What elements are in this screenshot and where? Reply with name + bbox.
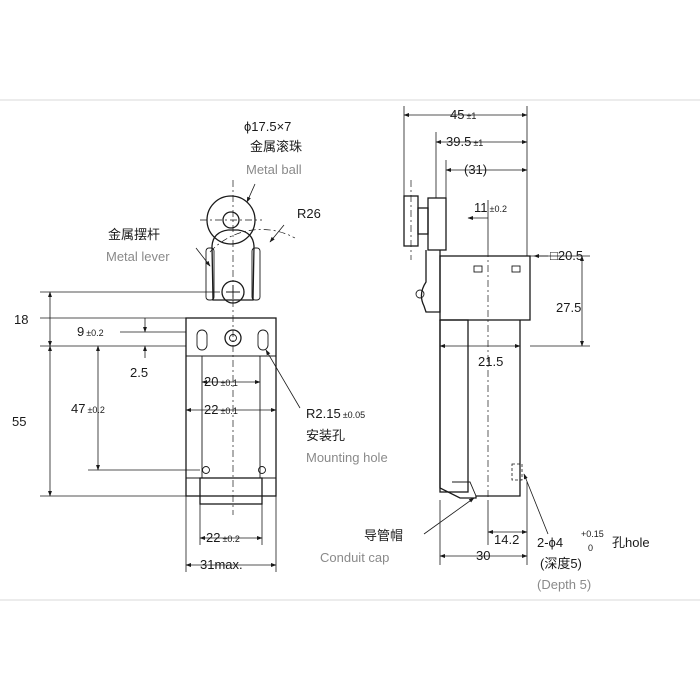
dim-22-inner-text: 22±0.1 [204, 402, 238, 417]
side-lever-screw [415, 289, 425, 299]
side-hole-text: 2-ϕ4 [537, 535, 563, 550]
side-head-notch-right [511, 265, 521, 273]
dim-20-tol: ±0.1 [220, 378, 237, 388]
lever-clamp-right [251, 247, 261, 301]
dim-20-text: 20±0.1 [204, 374, 238, 389]
metal-ball-axle [222, 211, 240, 229]
dim-11-text: 11±0.2 [474, 200, 507, 215]
side-cover-plate [439, 319, 469, 493]
dim-20-value: 20 [204, 374, 218, 389]
side-roller-hub [417, 207, 429, 235]
dim-22-bottom-value: 22 [206, 530, 220, 545]
mounting-hole-top-left [196, 329, 208, 351]
dim-39-5-value: 39.5 [446, 134, 471, 149]
depth-label-cn: (深度5) [540, 556, 582, 571]
hole-dim-tol: ±0.05 [343, 410, 365, 420]
side-hole-leader [523, 473, 549, 535]
mounting-hole-bottom-left [202, 466, 210, 474]
front-housing [185, 317, 277, 497]
dim-11-tol: ±0.2 [490, 204, 507, 214]
side-view: 45±1 39.5±1 (31) 11±0.2 □20.5 27.5 21.5 … [320, 106, 650, 592]
dim-22-bottom-text: 22±0.2 [206, 530, 240, 545]
side-hole-suffix: 孔hole [612, 535, 650, 550]
dim-39-5-tol: ±1 [473, 138, 483, 148]
hole-dim-value: R2.15 [306, 406, 341, 421]
hole-dim-text: R2.15±0.05 [306, 406, 365, 421]
dim-47-value: 47 [71, 401, 85, 416]
hole-label-cn: 安装孔 [306, 428, 345, 443]
side-lever-block [427, 197, 447, 251]
side-conduit-cap [452, 481, 477, 497]
dim-18-text: 18 [14, 312, 28, 327]
ball-dim-text: ϕ17.5×7 [244, 119, 291, 134]
ball-label-cn: 金属滚珠 [250, 139, 302, 154]
dim-14-2-text: 14.2 [494, 532, 519, 547]
lever-clamp-left [205, 247, 215, 301]
dim-39-5-text: 39.5±1 [446, 134, 483, 149]
lever-label-en: Metal lever [106, 249, 170, 264]
dim-47-tol: ±0.2 [87, 405, 104, 415]
front-conduit [199, 477, 263, 505]
side-body [439, 320, 521, 499]
side-mounting-hole [511, 463, 523, 481]
mounting-hole-top-right [257, 329, 269, 351]
mounting-hole-bottom-right [258, 466, 266, 474]
mounting-hole-leader [265, 349, 301, 409]
dim-31-text: 31max. [200, 557, 243, 572]
dim-31-side-text: (31) [464, 162, 487, 177]
side-head [439, 255, 531, 321]
side-head-notch-left [473, 265, 483, 273]
front-lever-arm [211, 229, 255, 301]
radius-dim-text: R26 [297, 206, 321, 221]
cap-label-cn: 导管帽 [364, 528, 403, 543]
side-hole-tol-upper: +0.15 [581, 529, 604, 539]
cap-label-en: Conduit cap [320, 550, 389, 565]
side-hole-tol-lower: 0 [588, 543, 593, 553]
depth-label-en: (Depth 5) [537, 577, 591, 592]
dim-27-5-text: 27.5 [556, 300, 581, 315]
dim-45-tol: ±1 [466, 111, 476, 121]
conduit-cap-leader [423, 497, 475, 535]
dim-55-text: 55 [12, 414, 26, 429]
metal-lever-leader [195, 247, 211, 267]
dim-2-5-text: 2.5 [130, 365, 148, 380]
dim-45-value: 45 [450, 107, 464, 122]
lever-label-cn: 金属摆杆 [108, 227, 160, 242]
side-hole-prefix: 2-ϕ4 [537, 535, 563, 550]
dim-9-text: 9±0.2 [77, 324, 104, 339]
dim-30-text: 30 [476, 548, 490, 563]
ball-label-en: Metal ball [246, 162, 302, 177]
front-view: ϕ17.5×7 金属滚珠 Metal ball R26 金属摆杆 Metal l… [12, 119, 388, 572]
dim-11-value: 11 [474, 200, 488, 215]
dim-9-tol: ±0.2 [86, 328, 103, 338]
metal-ball-leader [246, 183, 256, 203]
dim-21-5-text: 21.5 [478, 354, 503, 369]
r26-leader [269, 224, 285, 243]
dim-22-inner-value: 22 [204, 402, 218, 417]
dim-22-bottom-tol: ±0.2 [222, 534, 239, 544]
hole-label-en: Mounting hole [306, 450, 388, 465]
dim-22-inner-tol: ±0.1 [220, 406, 237, 416]
lever-swing-arc [209, 229, 296, 253]
dim-47-text: 47±0.2 [71, 401, 105, 416]
side-lever-stem [420, 250, 441, 313]
dim-20-5-text: □20.5 [550, 248, 583, 263]
dim-9-value: 9 [77, 324, 84, 339]
dim-45-text: 45±1 [450, 107, 476, 122]
